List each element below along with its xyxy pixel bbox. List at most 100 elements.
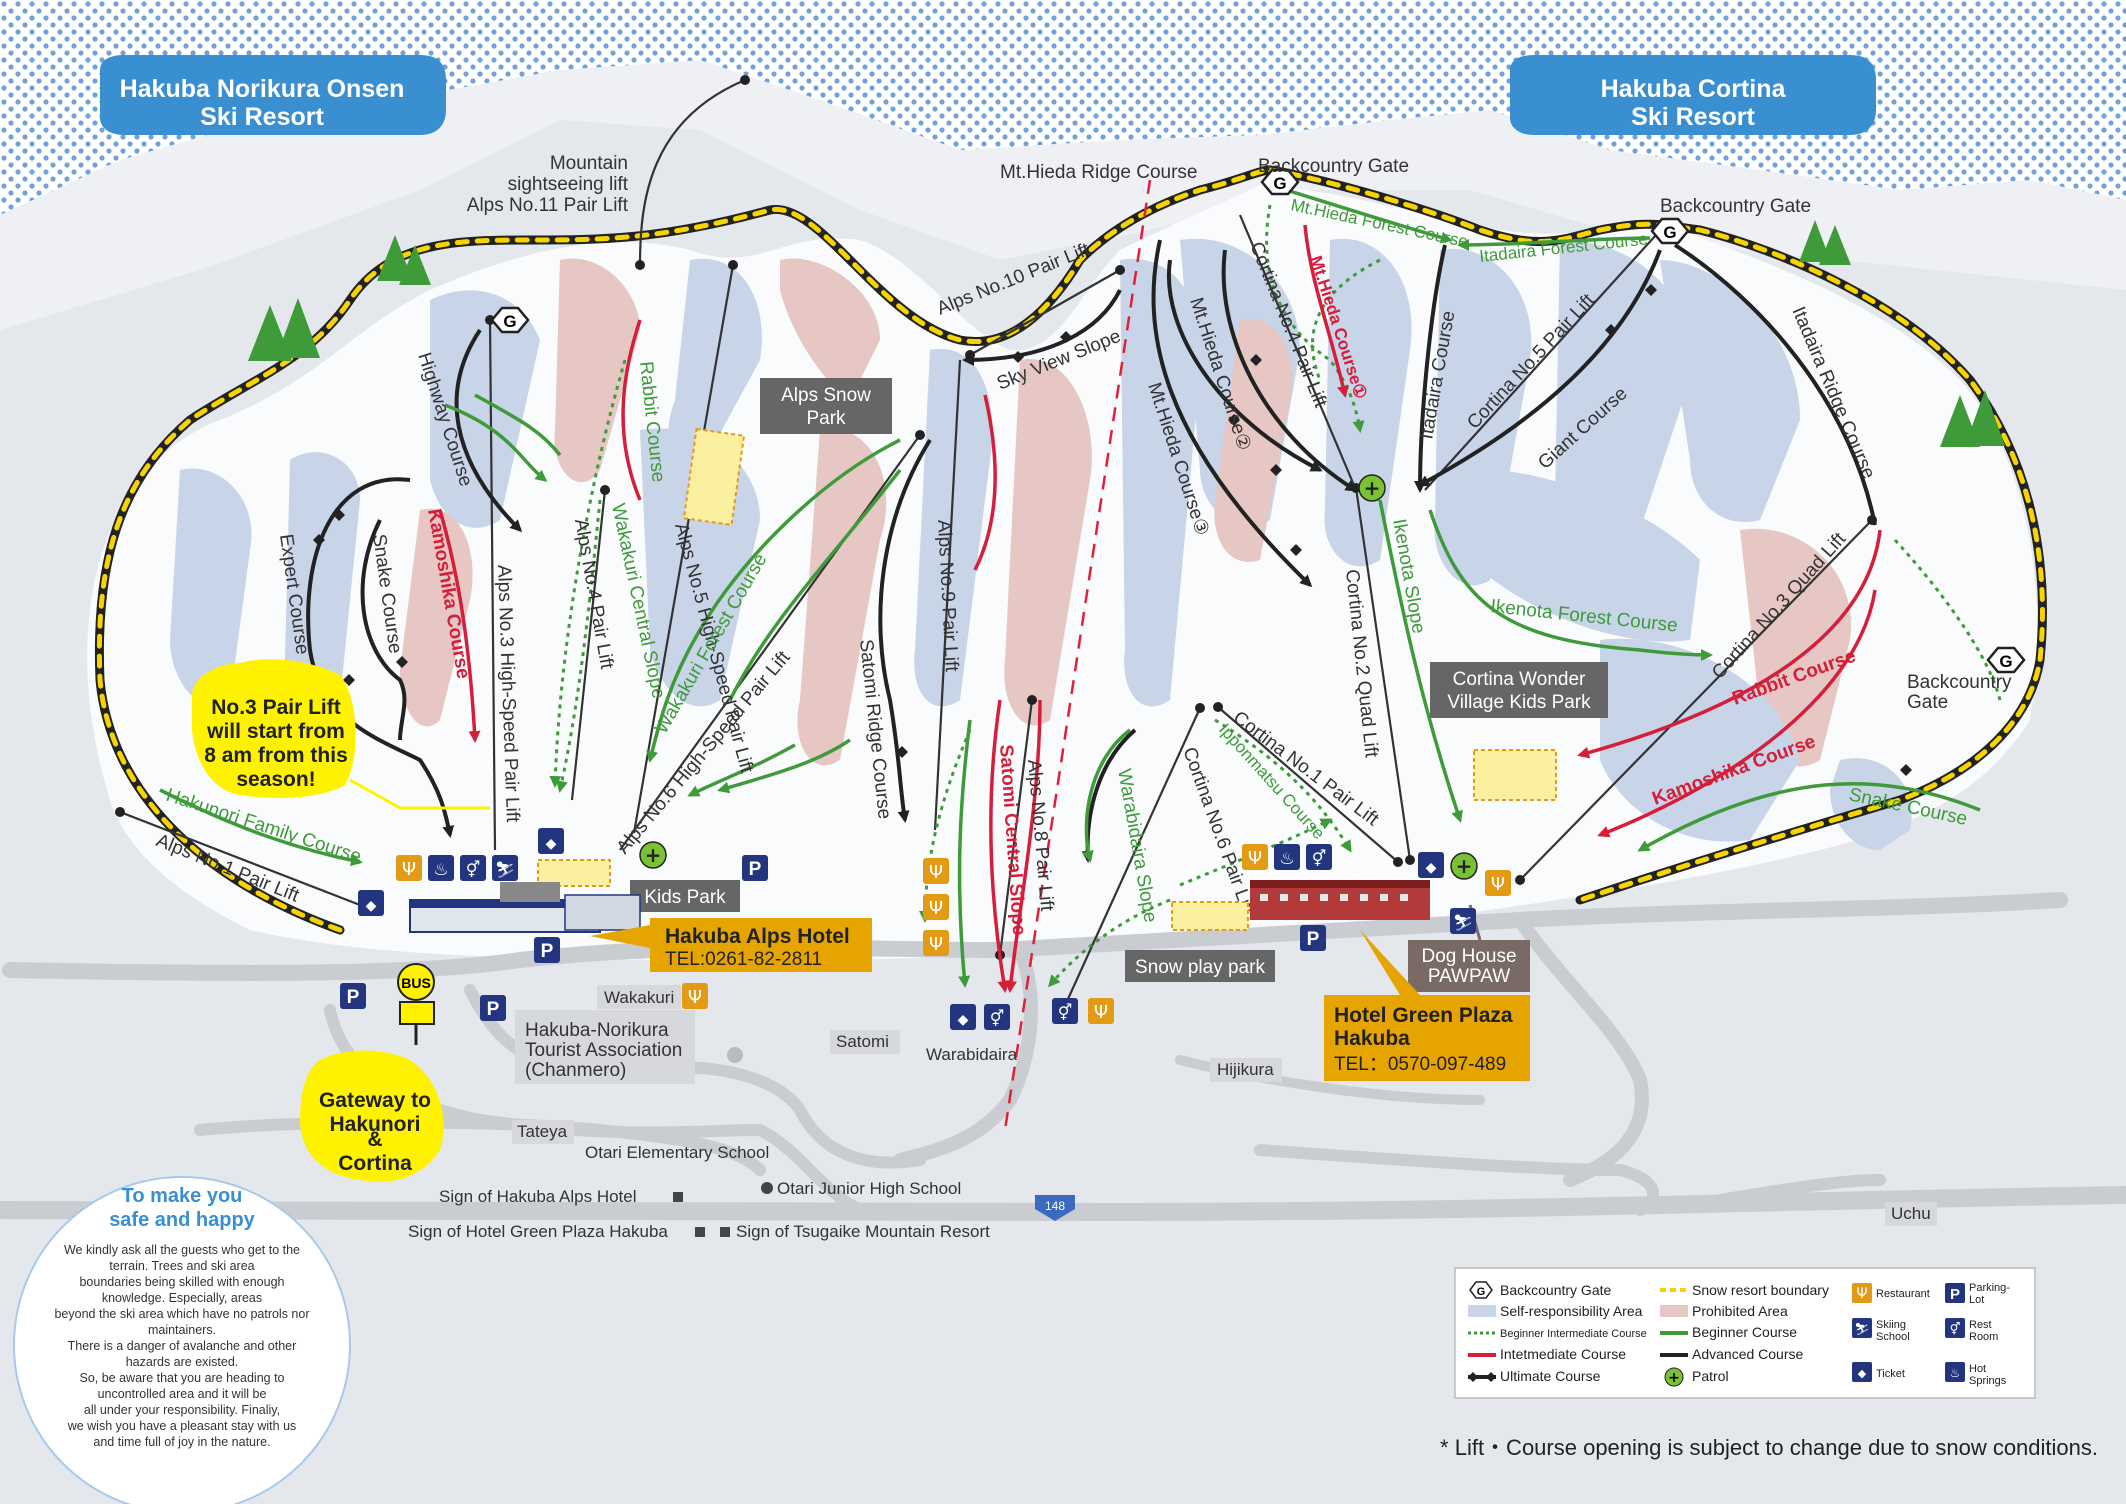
snow-play-park[interactable]: Snow play park [1125,901,1275,982]
ticket-icon: ◆ [1418,852,1444,878]
svg-text:◆: ◆ [1858,1367,1867,1380]
svg-text:Parking-: Parking- [1969,1282,2010,1294]
svg-text:Tourist Association: Tourist Association [525,1040,682,1061]
hakuba-alps-hotel[interactable]: Hakuba Alps Hotel TEL:0261-82-2811 [590,918,872,972]
svg-text:P: P [541,941,554,962]
course-wakakuri-forest [646,438,901,763]
restaurant-icon: Ψ [1088,998,1114,1024]
restaurant-icon: Ψ [1242,844,1268,870]
dog-house-pawpaw[interactable]: Dog House PAWPAW [1408,904,1530,992]
resort-title-left: Hakuba Norikura Onsen Ski Resort [100,55,446,135]
svg-text:Skiing: Skiing [1876,1319,1906,1331]
svg-text:Backcountry Gate: Backcountry Gate [1660,196,1811,217]
svg-text:sightseeing lift: sightseeing lift [508,174,629,195]
svg-text:Mt.Hieda Ridge Course: Mt.Hieda Ridge Course [1000,162,1197,183]
svg-text:No.3 Pair Lift: No.3 Pair Lift [211,696,341,719]
svg-text:Ψ: Ψ [929,862,943,883]
hot-springs-icon: ♨ [1274,844,1300,870]
course-rabbit-left [621,319,642,501]
course-satomi-central-3 [989,699,1010,993]
svg-text:Lot: Lot [1969,1294,1984,1306]
svg-text:Tateya: Tateya [517,1122,568,1141]
backcountry-gate-right-top[interactable]: G Backcountry Gate [1650,196,1811,245]
hotel-green-plaza-building [1250,880,1430,920]
hotel-green-plaza[interactable]: Hotel Green Plaza Hakuba TEL：0570-097-48… [1324,930,1530,1081]
svg-text:We kindly ask all the guests w: We kindly ask all the guests who get to … [64,1243,300,1257]
svg-text:⚥: ⚥ [1950,1322,1961,1336]
backcountry-gate-top[interactable]: G Backcountry Gate [1258,156,1409,196]
svg-text:Village Kids Park: Village Kids Park [1447,692,1591,713]
svg-text:G: G [503,312,516,331]
svg-text:Mountain: Mountain [550,153,628,174]
svg-text:G: G [1999,652,2012,671]
legend: G Backcountry Gate Self-responsibility A… [1454,1267,2036,1399]
bus-stop[interactable]: BUS [397,963,435,1045]
svg-text:⚥: ⚥ [1312,849,1326,868]
backcountry-gate-right[interactable]: G Backcountry Gate [1907,646,2026,713]
cortina-wonder-village-kids-park[interactable]: Cortina Wonder Village Kids Park [1430,662,1608,801]
svg-text:Room: Room [1969,1331,1998,1343]
svg-text:Ψ: Ψ [688,987,702,1008]
ticket-icon: ◆ [358,890,384,916]
svg-text:Ultimate Course: Ultimate Course [1500,1368,1601,1384]
svg-text:Hijikura: Hijikura [1217,1060,1274,1079]
svg-text:Beginner Course: Beginner Course [1692,1324,1797,1340]
svg-text:♨: ♨ [1279,849,1294,869]
svg-text:Hakuba Norikura Onsen: Hakuba Norikura Onsen [120,75,405,103]
svg-text:Cortina: Cortina [338,1152,412,1175]
alps-snow-park[interactable]: Alps Snow Park [682,378,892,527]
svg-text:hazards are existed.: hazards are existed. [126,1355,239,1369]
hakuba-alps-hotel-building [409,882,641,933]
rest-room-icon: ⚥ [984,1004,1010,1030]
lift-alps10 [969,269,1121,356]
svg-text:Backcountry Gate: Backcountry Gate [1500,1282,1611,1298]
svg-text:+: + [1668,1370,1680,1386]
beginner-intermediate-courses [549,204,2002,988]
svg-text:Self-responsibility Area: Self-responsibility Area [1500,1303,1643,1319]
course-mt-hieda-3 [1151,239,1313,588]
terrain-zones [170,238,1912,850]
course-wakakuri-link [687,743,796,797]
svg-text:Alps Snow: Alps Snow [781,385,871,406]
svg-text:Sign of Hakuba Alps Hotel: Sign of Hakuba Alps Hotel [439,1187,637,1206]
course-wakakuri-forest-2 [728,468,902,701]
rest-room-icon: ⚥ [460,855,486,881]
facility-icons: Ψ ♨ ⚥ ⛷ ◆ ◆ + + + P P P P P Ψ Ψ Ψ Ψ ◆ ⚥ … [340,474,1511,1030]
trees [248,220,2005,447]
kids-park[interactable]: Kids Park [537,859,740,912]
svg-text:8 am from this: 8 am from this [204,744,348,767]
backcountry-gate-left[interactable]: G [490,306,530,334]
svg-text:beyond the ski area which have: beyond the ski area which have no patrol… [54,1307,309,1321]
svg-text:⚥: ⚥ [466,860,480,879]
svg-text:uncontrolled area and it will: uncontrolled area and it will be [98,1387,267,1401]
course-itadaira [1414,244,1447,493]
course-ikenota [1378,499,1463,823]
svg-text:Springs: Springs [1969,1375,2007,1387]
svg-text:P: P [487,999,500,1020]
svg-text:Hakunori: Hakunori [329,1113,420,1136]
svg-text:Backcountry Gate: Backcountry Gate [1258,156,1409,177]
ticket-icon: ◆ [538,828,564,854]
svg-text:maintainers.: maintainers. [148,1323,216,1337]
svg-text:Patrol: Patrol [1692,1368,1729,1384]
patrol-icon: + [1450,852,1478,880]
svg-text:Sign of Tsugaike Mountain Reso: Sign of Tsugaike Mountain Resort [736,1222,990,1241]
safety-notice: To make you safe and happy We kindly ask… [13,1176,351,1504]
tourist-association[interactable]: Hakuba-Norikura Tourist Association (Cha… [515,1010,743,1084]
course-kamoshika-right [1597,589,1877,838]
footnote: * Lift・Course opening is subject to chan… [1440,1435,2098,1460]
svg-text:and time full of joy in the na: and time full of joy in the nature. [93,1435,270,1449]
svg-text:Hot: Hot [1969,1363,1986,1375]
course-snake-right [1637,782,1981,852]
svg-text:There is a danger of avalanche: There is a danger of avalanche and other [68,1339,297,1353]
course-hakunori-family-upper [474,393,562,457]
svg-text:&: & [367,1128,382,1151]
course-satomi-central-2 [1005,699,1042,993]
svg-text:Beginner Intermediate Course: Beginner Intermediate Course [1500,1328,1647,1340]
svg-text:⚥: ⚥ [1058,1003,1072,1022]
svg-text:all under your responsibility.: all under your responsibility. Finaliy, [84,1403,280,1417]
course-mt-hieda-1 [1303,224,1349,398]
ultimate-markers [313,284,1912,776]
parking-icon: P [1300,925,1326,951]
svg-text:Ticket: Ticket [1876,1368,1905,1380]
